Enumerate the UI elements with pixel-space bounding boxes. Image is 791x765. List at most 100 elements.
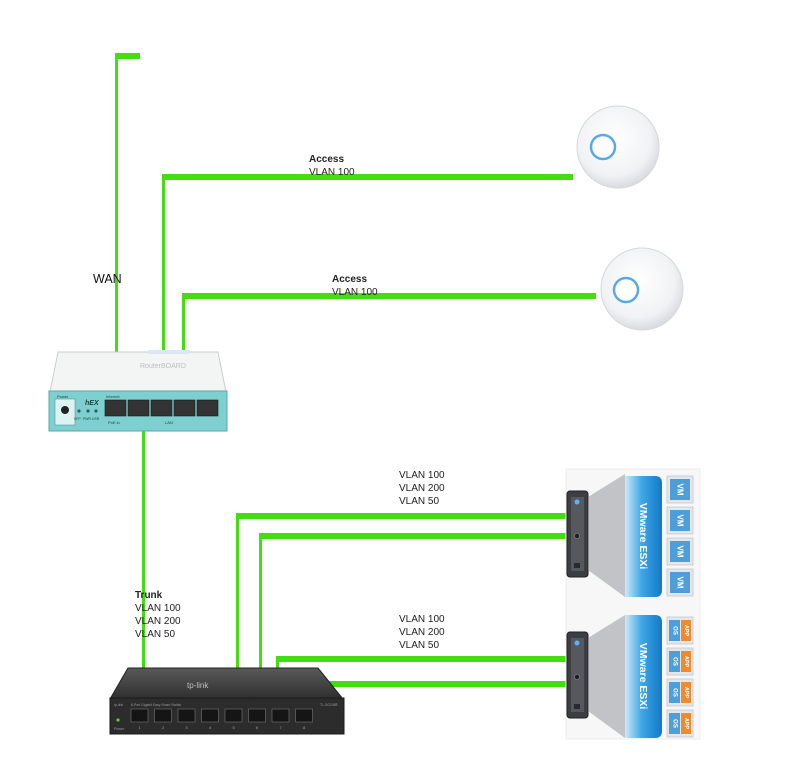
switch-port-number-5: 5 <box>232 726 234 730</box>
router-poe-label: PoE in <box>108 420 120 425</box>
switch-logo: tp-link <box>187 681 209 690</box>
router-port-2 <box>127 399 150 417</box>
guest-app-label: APP <box>683 625 689 637</box>
ap1-body <box>576 105 660 189</box>
router-brand: RouterBOARD <box>140 363 186 370</box>
ap1-link-label: Access VLAN 100 <box>309 153 355 179</box>
guest-app-label: APP <box>683 656 689 668</box>
trunk-vlan-1: VLAN 100 <box>135 603 181 614</box>
ap1-led-ring <box>589 133 617 161</box>
router-port-1 <box>104 399 127 417</box>
ap2-led-ring <box>612 276 640 304</box>
switch-port-8 <box>295 708 313 723</box>
server2-vlan-3: VLAN 50 <box>399 640 440 651</box>
guest-os-label: OS <box>672 657 678 666</box>
ap1-vlans: VLAN 100 <box>309 167 355 178</box>
guest-os-block <box>669 682 680 703</box>
server1-cable1-horizontal <box>236 513 566 519</box>
ap1-cable-vertical <box>162 174 165 401</box>
vm-label: VM <box>676 546 685 558</box>
switch-port-1 <box>130 708 149 723</box>
guest-os-label: OS <box>672 719 678 728</box>
router-port-3 <box>150 399 173 417</box>
vm-tile-face <box>670 510 690 531</box>
switch-description: 8-Port Gigabit Easy Smart Switch <box>131 703 181 707</box>
esxi2-block <box>625 615 662 738</box>
network-links <box>115 53 596 709</box>
switch-port-6 <box>248 708 266 723</box>
router-power-label: Power <box>57 394 69 399</box>
access-point-1 <box>576 105 660 189</box>
server2-virtualization-wedge <box>588 615 625 738</box>
switch-top <box>109 667 345 700</box>
vm-label: VM <box>676 484 685 496</box>
router-port-4 <box>173 399 196 417</box>
wan-cable-stub <box>115 53 140 59</box>
ap2-link-label: Access VLAN 100 <box>332 273 378 299</box>
server2-vlan-2: VLAN 200 <box>399 627 445 638</box>
switch-brand-front: tp-link <box>114 703 123 707</box>
ap2-cable-vertical <box>182 293 185 401</box>
server1-vlan-3: VLAN 50 <box>399 496 440 507</box>
guest-app-block <box>681 620 691 641</box>
ap1-mode: Access <box>309 154 345 165</box>
router-indicator-pwr: PWR <box>83 417 91 421</box>
switch-model: TL-SG108E <box>320 703 339 707</box>
ap2-cable-horizontal <box>182 293 596 299</box>
guest-app-label: APP <box>683 687 689 699</box>
vm-tile-face <box>670 541 690 562</box>
switch-port-number-1: 1 <box>138 726 140 730</box>
server2-power-light <box>574 640 580 646</box>
server2-cable1-horizontal <box>276 656 566 662</box>
switch-port-7 <box>271 708 290 723</box>
ap2-vlans: VLAN 100 <box>332 287 378 298</box>
server1-cable1-vertical <box>236 513 239 709</box>
switch-port-2 <box>154 708 172 723</box>
guest-app-block <box>681 713 691 734</box>
server1-virtualization-wedge <box>588 474 625 597</box>
power-jack <box>61 406 69 414</box>
switch-port-3 <box>177 708 196 723</box>
server1-bay <box>574 563 580 568</box>
router-indicator-sfp: SFP <box>74 417 81 421</box>
router-top <box>49 351 227 393</box>
switch-port-4 <box>201 708 219 723</box>
vm-tile-face <box>670 479 690 500</box>
guest-app-label: APP <box>683 718 689 730</box>
guest-app-block <box>681 651 691 672</box>
server2-cable2-horizontal <box>307 681 566 687</box>
trunk-cable <box>142 430 145 709</box>
wan-cable-vertical <box>115 53 118 401</box>
trunk-mode: Trunk <box>135 590 163 601</box>
switch-tplink: tp-link tp-link 8-Port Gigabit Easy Smar… <box>109 667 345 735</box>
wan-label: WAN <box>93 272 122 286</box>
switch-port-number-3: 3 <box>185 726 187 730</box>
server1-vlan-2: VLAN 200 <box>399 483 445 494</box>
vm-label: VM <box>676 577 685 589</box>
server1-drive <box>574 533 580 539</box>
server1-link-label: VLAN 100 VLAN 200 VLAN 50 <box>399 469 445 508</box>
trunk-vlan-3: VLAN 50 <box>135 629 176 640</box>
switch-power-label: Power <box>114 727 125 731</box>
ap2-mode: Access <box>332 274 368 285</box>
esxi2-label: VMware ESXi <box>637 643 649 710</box>
server2-drive <box>574 674 580 680</box>
server1-cable2-vertical <box>259 533 262 709</box>
router-port-5 <box>196 399 219 417</box>
server2-link-label: VLAN 100 VLAN 200 VLAN 50 <box>399 613 445 652</box>
server2-bay <box>574 704 580 709</box>
router-hex: hEX RouterBOARD Power Internet PoE in LA… <box>48 350 228 432</box>
esxi1-label: VMware ESXi <box>637 503 649 570</box>
switch-power-led <box>116 718 120 722</box>
switch-port-number-8: 8 <box>303 726 305 730</box>
switch-port-number-7: 7 <box>279 726 281 730</box>
server2-vlan-1: VLAN 100 <box>399 614 445 625</box>
router-model: hEX <box>85 400 100 407</box>
switch-port-number-4: 4 <box>209 726 211 730</box>
